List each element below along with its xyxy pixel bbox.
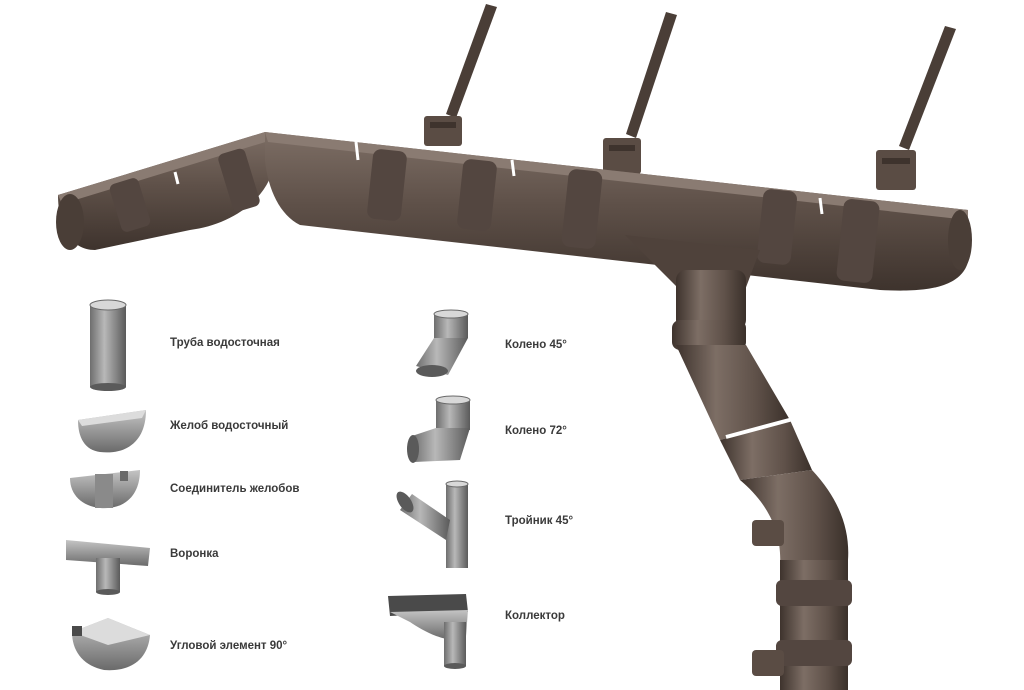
downpipe-assembly — [625, 235, 852, 690]
label-tee-45: Тройник 45° — [505, 515, 574, 527]
label-funnel: Воронка — [170, 548, 219, 560]
collector-icon — [388, 594, 468, 669]
gutter-icon — [78, 410, 146, 453]
bracket-hook-3 — [876, 26, 956, 190]
pipe-icon — [89, 299, 127, 391]
label-elbow-72: Колено 72° — [505, 425, 567, 437]
label-gutter: Желоб водосточный — [170, 420, 289, 432]
label-corner-element: Угловой элемент 90° — [170, 640, 288, 652]
gutter-run — [56, 132, 972, 291]
bracket-hook-1 — [424, 4, 497, 146]
tee-45-icon — [396, 480, 469, 568]
funnel-icon — [66, 540, 150, 595]
label-gutter-connector: Соединитель желобов — [170, 483, 300, 495]
label-collector: Коллектор — [505, 610, 565, 622]
label-pipe: Труба водосточная — [170, 337, 280, 349]
label-elbow-45: Колено 45° — [505, 339, 567, 351]
bracket-hook-2 — [603, 12, 677, 174]
corner-element-icon — [72, 618, 150, 671]
gutter-connector-icon — [70, 470, 140, 509]
elbow-45-icon — [416, 309, 469, 377]
elbow-72-icon — [407, 395, 471, 463]
